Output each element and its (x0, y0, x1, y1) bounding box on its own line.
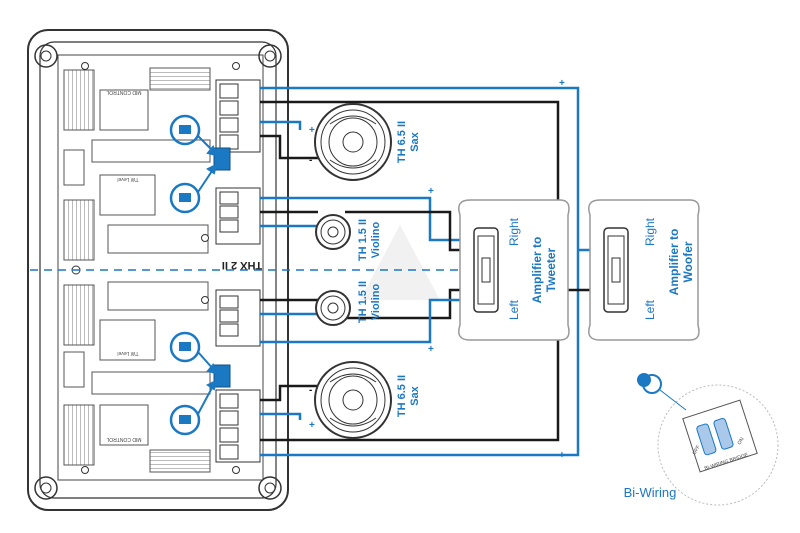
svg-text:Right: Right (643, 217, 657, 246)
svg-text:+: + (559, 450, 565, 461)
svg-text:+: + (428, 344, 434, 355)
pointer-arrow (197, 135, 218, 415)
svg-text:Right: Right (507, 217, 521, 246)
jumper-switch (213, 364, 231, 388)
speaker-label-top-woofer: TH 6.5 II Sax (396, 121, 421, 163)
bi-wiring-caption: Bi-Wiring (624, 485, 677, 500)
inset-on-label: ON (737, 436, 746, 446)
svg-text:+: + (428, 186, 434, 197)
tweeter-bottom (315, 290, 351, 326)
svg-text:+: + (309, 125, 315, 136)
amp-tweeter-title: Amplifier to Tweeter (530, 237, 558, 304)
polarity-marks-minus: - - (309, 155, 312, 396)
svg-text:TH 1.5 II: TH 1.5 II (357, 219, 369, 261)
svg-text:TH 6.5 II: TH 6.5 II (396, 375, 408, 417)
screw (232, 62, 240, 70)
heatsink (149, 67, 211, 91)
screw (201, 296, 209, 304)
bi-wiring-inset: BI-WIRING BRIDGE OFF ON Bi-Wiring (624, 373, 779, 506)
svg-text:+: + (559, 78, 565, 89)
heatsink (63, 284, 95, 346)
board-label: MID CONTROL (106, 436, 141, 442)
terminal-block-bottom-2 (215, 289, 261, 347)
highlight-circle (169, 331, 201, 363)
board-label: TW Level (117, 176, 138, 182)
amplifier-tweeter (458, 199, 570, 341)
amplifier-woofer (588, 199, 700, 341)
amp-tweeter-left-label: Left (507, 299, 521, 320)
heatsink (149, 449, 211, 473)
inset-off-label: OFF (692, 444, 702, 456)
svg-text:TH 6.5 II: TH 6.5 II (396, 121, 408, 163)
svg-text:Left: Left (643, 299, 657, 320)
terminal-block-top-2 (215, 187, 261, 245)
heatsink (63, 404, 95, 466)
mount-hole (258, 476, 282, 500)
speaker-label-top-tweeter: TH 1.5 II Violino (357, 219, 382, 261)
screw (232, 466, 240, 474)
amp-woofer-title: Amplifier to Woofer (667, 229, 695, 296)
speaker-label-bottom-woofer: TH 6.5 II Sax (396, 375, 421, 417)
svg-text:+: + (309, 420, 315, 431)
terminal-block-top (215, 79, 261, 153)
board-component (99, 89, 149, 131)
heatsink (63, 199, 95, 261)
woofer-top (314, 103, 392, 181)
jumper-switch (213, 147, 231, 171)
polarity-marks: + + + + + + (309, 78, 565, 461)
mount-hole (34, 44, 58, 68)
amp-woofer-left-label: Left (643, 299, 657, 320)
board-component (107, 281, 209, 311)
highlight-circle (169, 182, 201, 214)
tweeter-top (315, 214, 351, 250)
svg-text:Violino: Violino (370, 221, 382, 258)
svg-text:Tweeter: Tweeter (544, 247, 558, 292)
svg-text:Woofer: Woofer (681, 241, 695, 282)
mount-hole (34, 476, 58, 500)
svg-text:-: - (309, 155, 312, 166)
mount-hole (258, 44, 282, 68)
svg-text:Sax: Sax (409, 385, 421, 405)
svg-text:Violino: Violino (370, 283, 382, 320)
highlight-circle (169, 114, 201, 146)
crossover-model-label: THX 2 II (222, 259, 262, 271)
screw (81, 466, 89, 474)
svg-text:Amplifier to: Amplifier to (667, 229, 681, 296)
terminal-block-bottom (215, 389, 261, 463)
board-component (63, 149, 85, 186)
board-component (99, 319, 156, 361)
svg-text:Sax: Sax (409, 131, 421, 151)
svg-text:Left: Left (507, 299, 521, 320)
board-component (63, 351, 85, 388)
board-label: MID CONTROL (106, 89, 141, 95)
svg-text:Amplifier to: Amplifier to (530, 237, 544, 304)
heatsink (63, 69, 95, 131)
screw (201, 234, 209, 242)
board-label: TW Level (117, 350, 138, 356)
highlight-circle (169, 404, 201, 436)
speaker-label-bottom-tweeter: TH 1.5 II Violino (357, 281, 382, 323)
amp-woofer-right-label: Right (643, 217, 657, 246)
amp-tweeter-right-label: Right (507, 217, 521, 246)
screw (81, 62, 89, 70)
svg-text:-: - (309, 385, 312, 396)
woofer-bottom (314, 361, 392, 439)
board-component (99, 404, 149, 446)
watermark-logo (360, 225, 440, 300)
board-component (99, 174, 156, 216)
svg-text:TH 1.5 II: TH 1.5 II (357, 281, 369, 323)
